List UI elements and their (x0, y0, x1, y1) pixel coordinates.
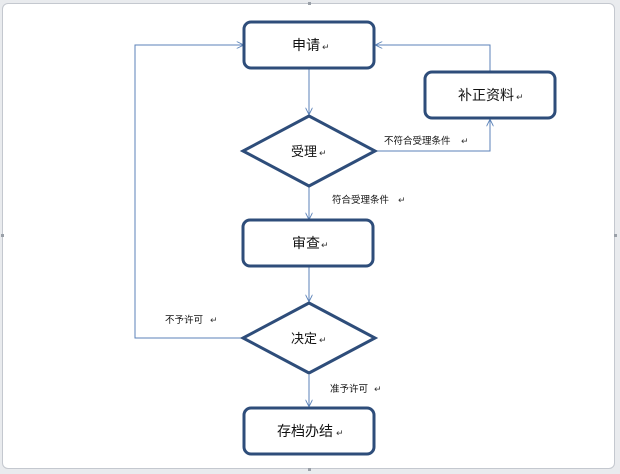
resize-handle-top[interactable] (308, 2, 311, 5)
edge-supplement-to-apply (376, 45, 491, 72)
edge-decide-to-apply (134, 45, 243, 339)
node-review[interactable] (241, 218, 375, 268)
node-supplement-label: 补正资料 (458, 88, 514, 104)
paragraph-mark: ↵ (374, 385, 382, 395)
node-apply[interactable] (242, 20, 376, 70)
node-archive[interactable] (242, 406, 376, 456)
paragraph-mark: ↵ (336, 429, 344, 439)
paragraph-mark: ↵ (210, 316, 218, 326)
node-decide[interactable] (239, 301, 379, 375)
node-supplement[interactable] (423, 70, 557, 120)
paragraph-mark: ↵ (319, 336, 327, 346)
edge-label-accepted: 符合受理条件 (332, 194, 390, 206)
paragraph-mark: ↵ (319, 149, 327, 159)
paragraph-mark: ↵ (461, 137, 469, 147)
node-archive-label: 存档办结 (277, 424, 333, 440)
paragraph-mark: ↵ (398, 196, 406, 206)
node-decide-label: 决定 (291, 332, 317, 347)
node-apply-label: 申请 (292, 38, 320, 54)
edge-label-permitted: 准予许可 (330, 383, 368, 395)
node-accept-label: 受理 (291, 145, 317, 160)
edge-accept-to-supplement (375, 120, 490, 152)
node-accept[interactable] (239, 114, 379, 188)
edge-label-not-permitted: 不予许可 (165, 314, 203, 326)
resize-handle-right[interactable] (614, 234, 617, 237)
edge-label-not-accepted: 不符合受理条件 (384, 135, 451, 147)
paragraph-mark: ↵ (516, 93, 524, 103)
paragraph-mark: ↵ (321, 241, 329, 251)
resize-handle-bottom[interactable] (308, 468, 311, 471)
paragraph-mark: ↵ (322, 43, 330, 53)
node-review-label: 审查 (292, 236, 320, 252)
resize-handle-left[interactable] (1, 234, 4, 237)
